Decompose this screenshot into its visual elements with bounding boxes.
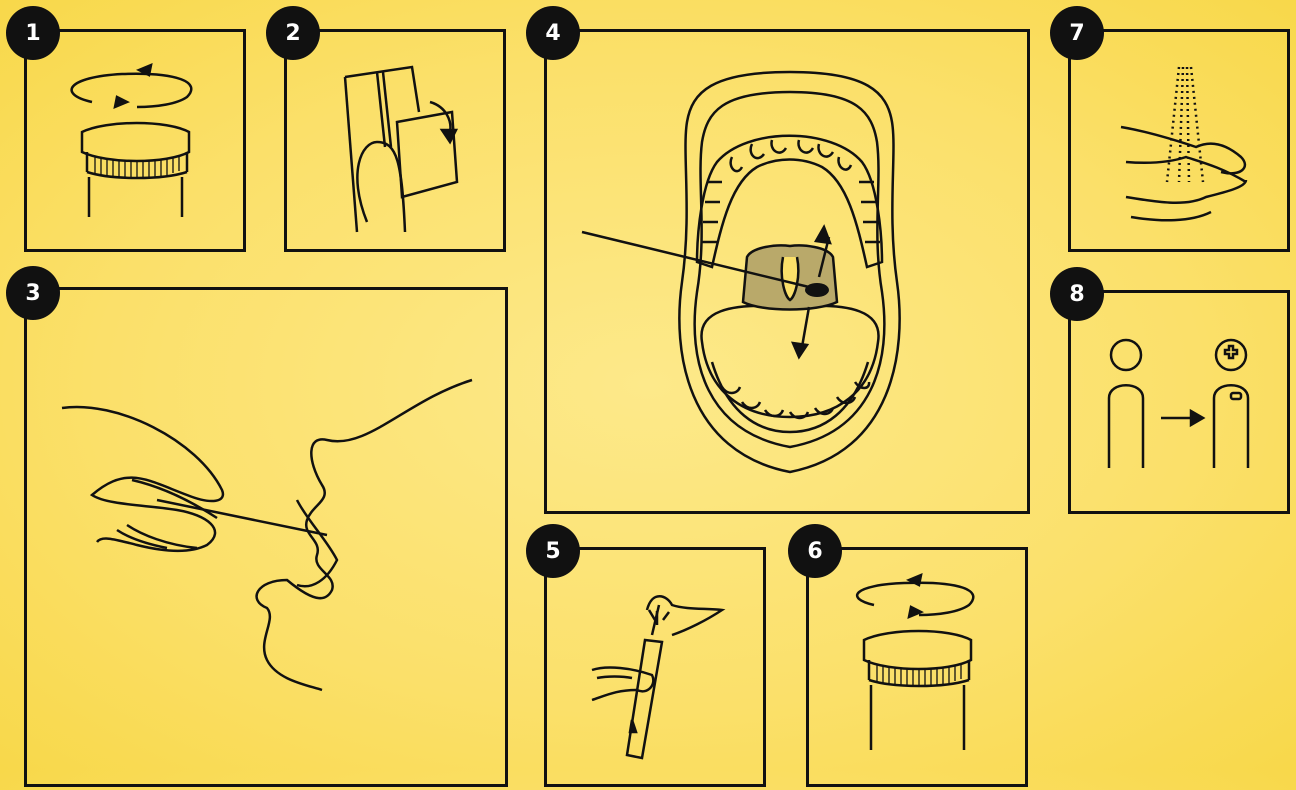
swab-mouth-profile-icon (27, 290, 511, 790)
wash-hands-icon (1071, 32, 1293, 255)
step-3-panel (24, 287, 508, 787)
step-3-badge: 3 (6, 266, 60, 320)
step-1-badge: 1 (6, 6, 60, 60)
open-swab-packet-icon (287, 32, 509, 255)
cap-unscrew-icon (27, 32, 249, 255)
step-5-panel (544, 547, 766, 787)
step-6-panel (806, 547, 1028, 787)
step-8-badge: 8 (1050, 267, 1104, 321)
step-4-panel (544, 29, 1030, 514)
step-7-badge: 7 (1050, 6, 1104, 60)
step-8-panel (1068, 290, 1290, 514)
cap-screw-icon (809, 550, 1031, 790)
step-2-badge: 2 (266, 6, 320, 60)
step-4-badge: 4 (526, 6, 580, 60)
open-mouth-throat-swab-icon (547, 32, 1033, 517)
step-6-badge: 6 (788, 524, 842, 578)
step-7-panel (1068, 29, 1290, 252)
step-2-panel (284, 29, 506, 252)
hand-over-to-medic-icon (1071, 293, 1293, 517)
step-5-badge: 5 (526, 524, 580, 578)
break-swab-into-tube-icon (547, 550, 769, 790)
step-1-panel (24, 29, 246, 252)
